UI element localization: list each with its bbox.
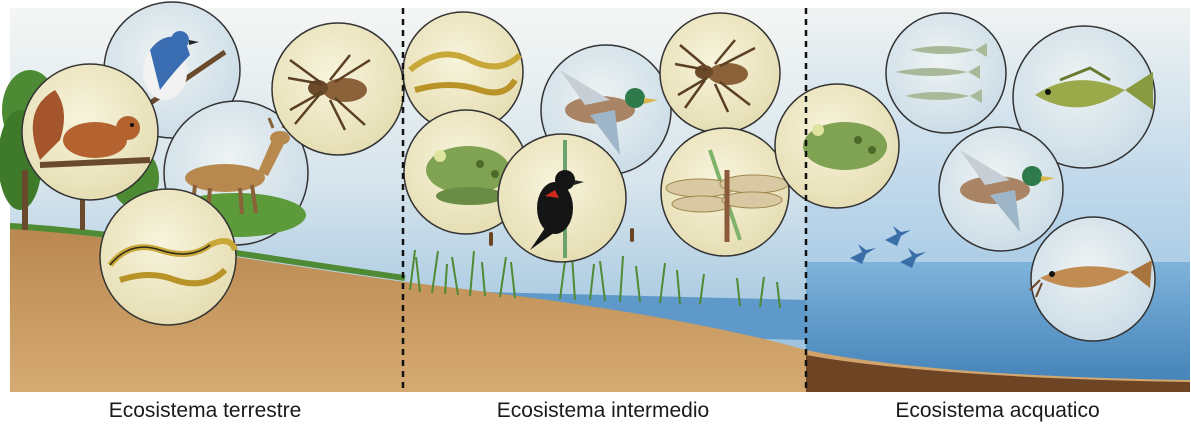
- caption-terrestrial: Ecosistema terrestre: [10, 398, 400, 424]
- frog-icon: [803, 122, 887, 170]
- caption-intermediate: Ecosistema intermedio: [403, 398, 803, 424]
- circle-spider-2: [660, 13, 780, 133]
- circle-frog-2: [775, 84, 899, 208]
- circle-duck-2: [939, 127, 1063, 251]
- circle-spider: [272, 23, 404, 155]
- circle-squirrel: [22, 64, 158, 200]
- circle-snake: [100, 189, 236, 325]
- circle-blackbird: [498, 134, 626, 262]
- ecosystem-illustration: [0, 0, 1191, 392]
- circle-catfish: [1030, 217, 1155, 341]
- circle-dragonfly: [661, 128, 789, 256]
- circle-minnows: [886, 13, 1006, 133]
- caption-aquatic: Ecosistema acquatico: [806, 398, 1189, 424]
